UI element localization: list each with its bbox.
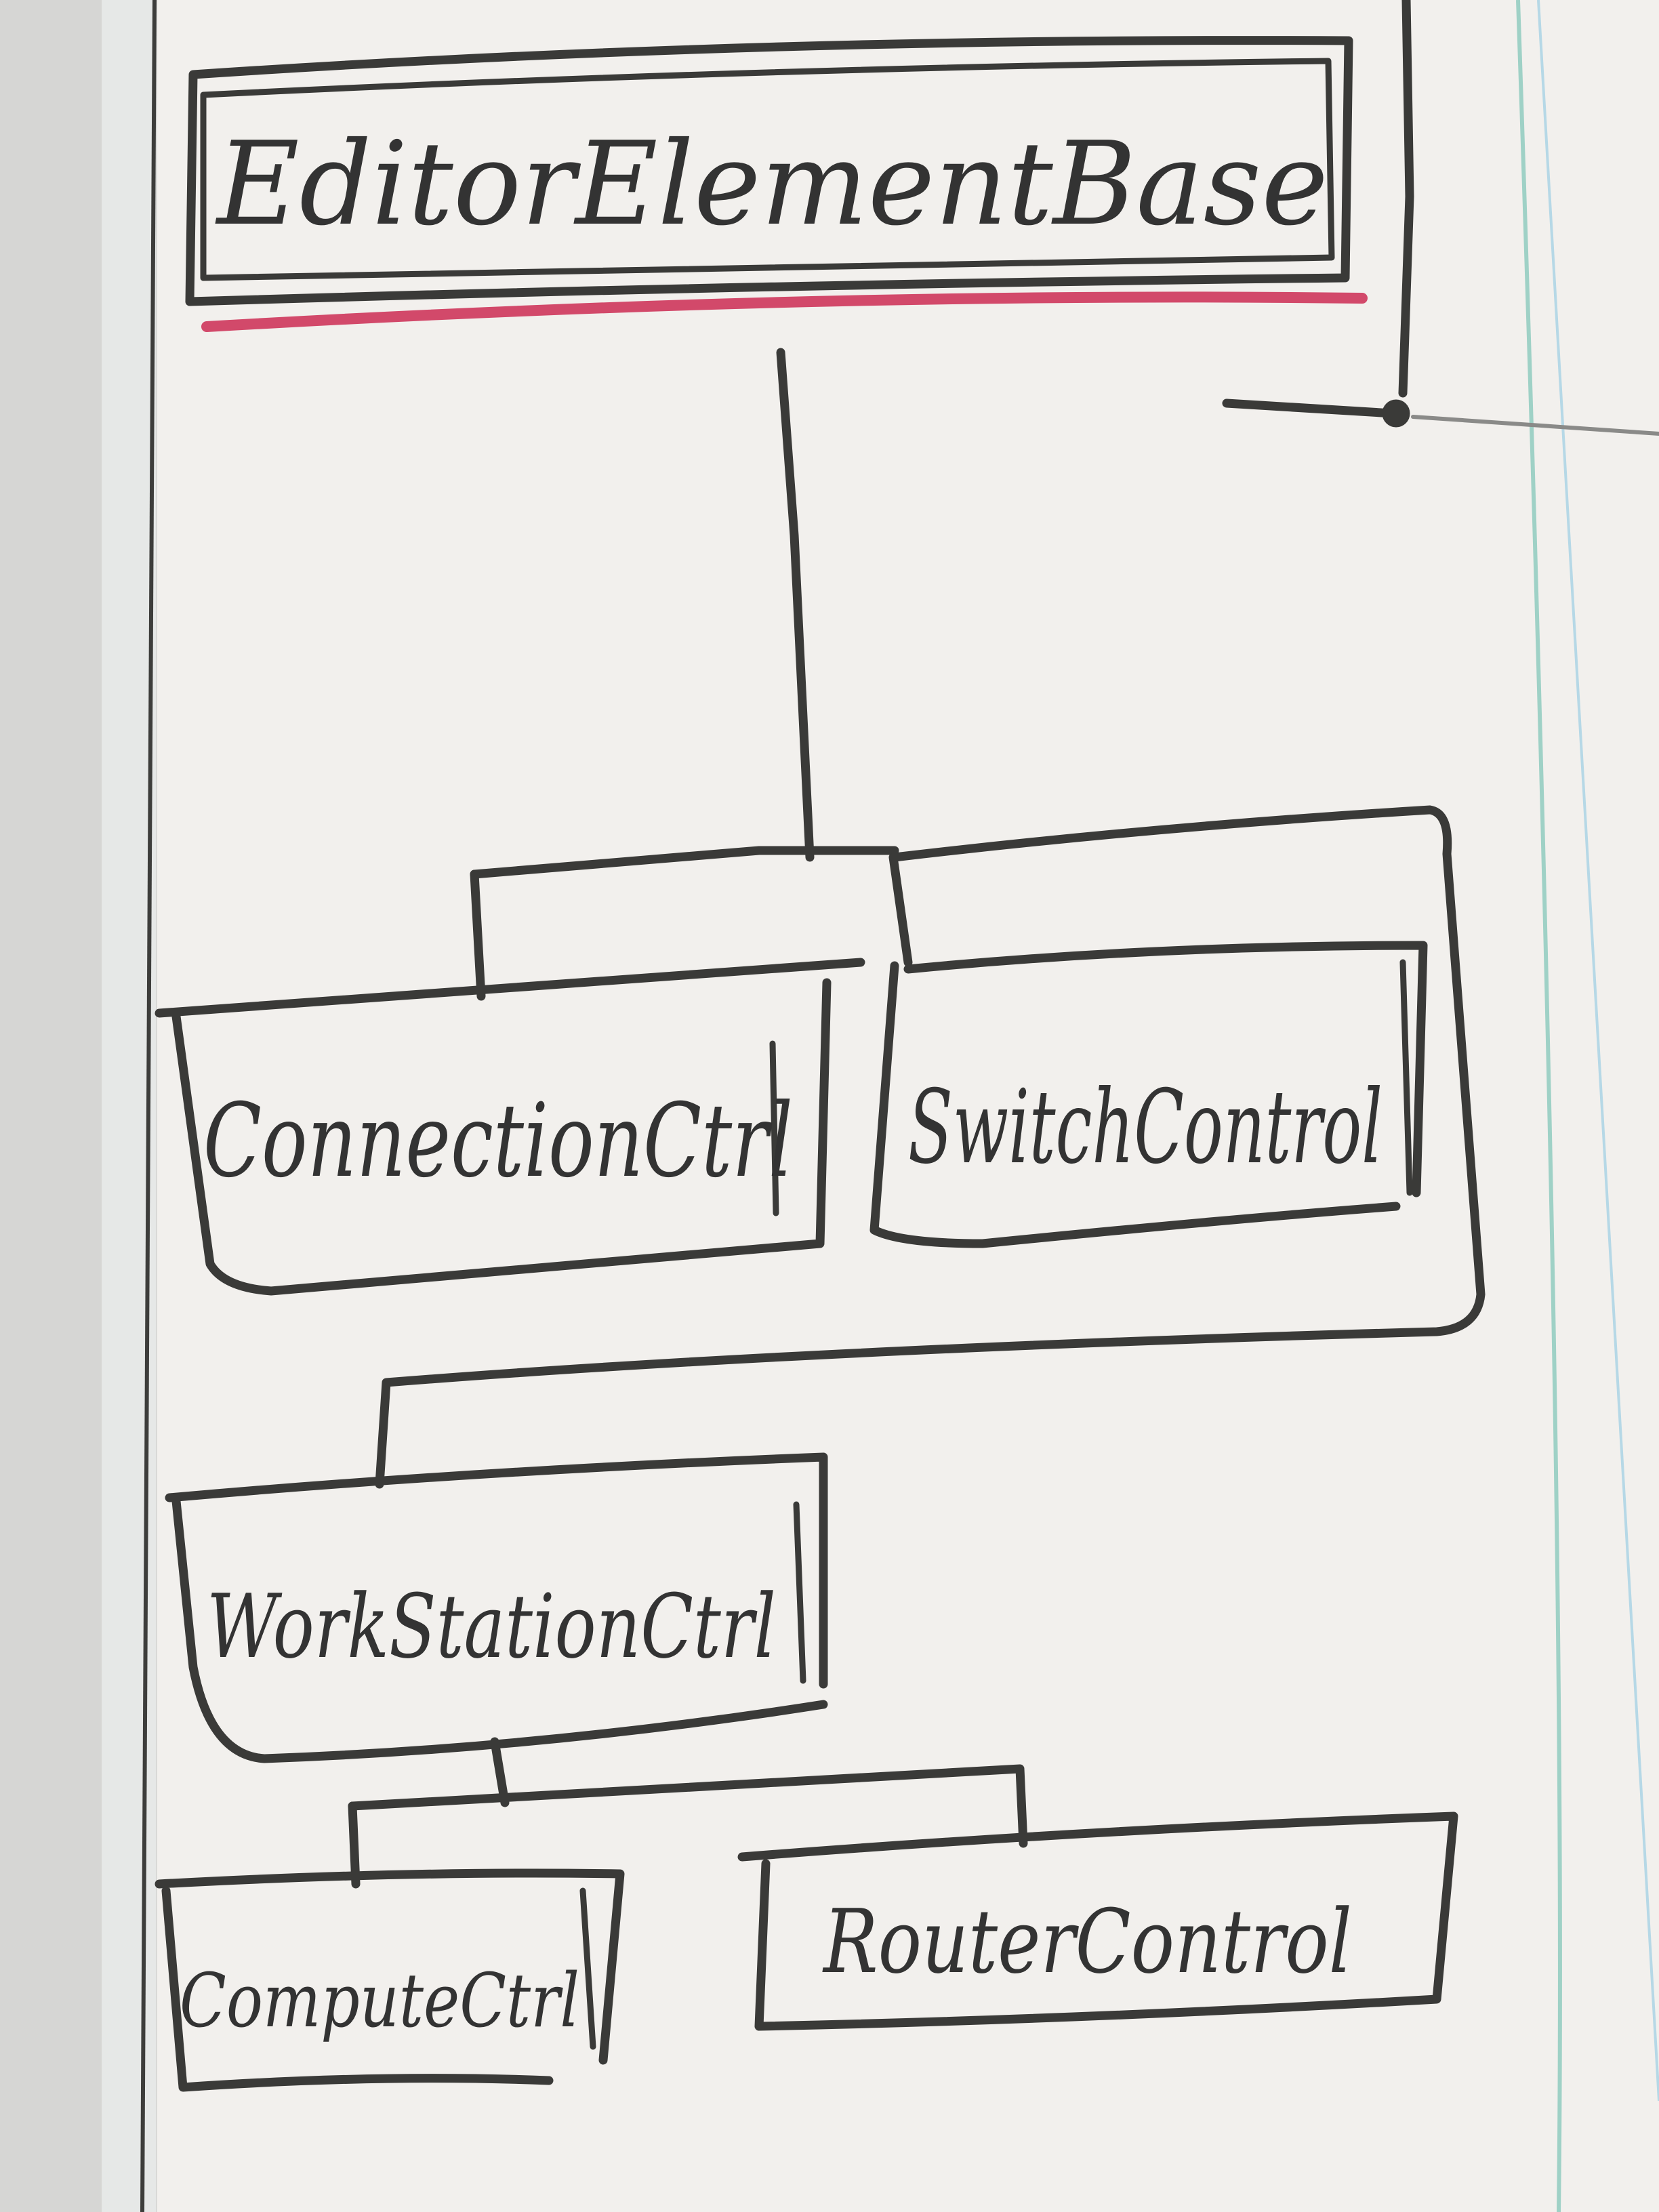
trunk-line — [776, 348, 815, 862]
router-box-outline — [737, 1811, 1458, 2031]
switch-box-outline — [869, 941, 1428, 1248]
connection-box-inner-line — [769, 1040, 779, 1216]
base-box-outline — [185, 36, 1353, 306]
connection-label: ConnectionCtrl — [203, 1082, 793, 1200]
workstation-box-inner-line — [793, 1501, 806, 1684]
top-right-horizontal-line — [1222, 398, 1397, 418]
faint-guide-line-2 — [1537, 0, 1659, 2102]
branch-to-computer — [348, 1801, 361, 1889]
computer-box-inner-line — [579, 1887, 596, 2050]
connection-box-outline — [155, 958, 865, 1296]
router-label: RouterControl — [822, 1890, 1352, 1993]
top-branch-line — [470, 846, 899, 879]
computer-label: ComputeCtrl — [180, 1957, 579, 2044]
switch-box-inner-line — [1399, 959, 1413, 1196]
branch-to-switch — [888, 853, 913, 967]
top-right-vertical-line — [1398, 0, 1414, 398]
computer-box-outline — [155, 1868, 625, 2092]
base-label: EditorElementBase — [215, 117, 1328, 251]
base-red-underline — [201, 291, 1368, 332]
junction-dot — [1382, 399, 1410, 428]
base-box-inner-outline — [200, 58, 1335, 281]
faint-guide-line — [1516, 0, 1562, 2212]
top-right-thin-line — [1411, 415, 1659, 436]
switch-group-outline — [375, 805, 1486, 1489]
board-edge-line — [140, 0, 157, 2212]
lower-trunk-line — [490, 1737, 510, 1807]
workstation-label: WorkStationCtrl — [207, 1575, 776, 1678]
branch-to-connection — [470, 869, 486, 1001]
workstation-box-outline — [165, 1452, 828, 1763]
wall — [0, 0, 108, 2212]
switch-label: SwitchControl — [908, 1069, 1382, 1187]
lower-branch-line — [348, 1764, 1028, 1848]
